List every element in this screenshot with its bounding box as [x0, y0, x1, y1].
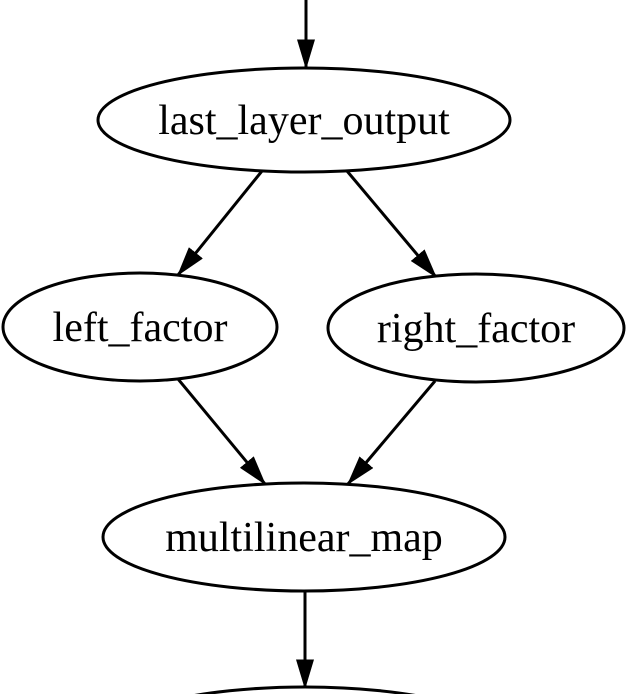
edge-last-layer-output-to-right-factor: [345, 170, 438, 279]
node-last-layer-output-ellipse: [96, 66, 512, 174]
edge-last-layer-output-to-left-factor: [176, 170, 264, 277]
node-last-layer-output: last_layer_output: [96, 66, 512, 174]
node-last-layer-output-label: last_layer_output: [158, 98, 450, 144]
node-right-factor-ellipse: [326, 272, 626, 384]
node-multilinear-map-ellipse: [101, 481, 507, 593]
node-multilinear-map-label: multilinear_map: [165, 515, 443, 561]
node-multilinear-map: multilinear_map: [101, 481, 507, 593]
node-right-factor-label: right_factor: [377, 306, 575, 352]
node-bottom-partial-ellipse: [194, 685, 416, 694]
node-left-factor: left_factor: [1, 271, 279, 383]
edge-left-factor-to-multilinear-map: [176, 378, 267, 486]
node-right-factor: right_factor: [326, 272, 626, 384]
edge-right-factor-to-multilinear-map: [346, 380, 437, 486]
node-left-factor-label: left_factor: [53, 305, 228, 351]
node-bottom-partial: [194, 685, 416, 694]
node-left-factor-ellipse: [1, 271, 279, 383]
